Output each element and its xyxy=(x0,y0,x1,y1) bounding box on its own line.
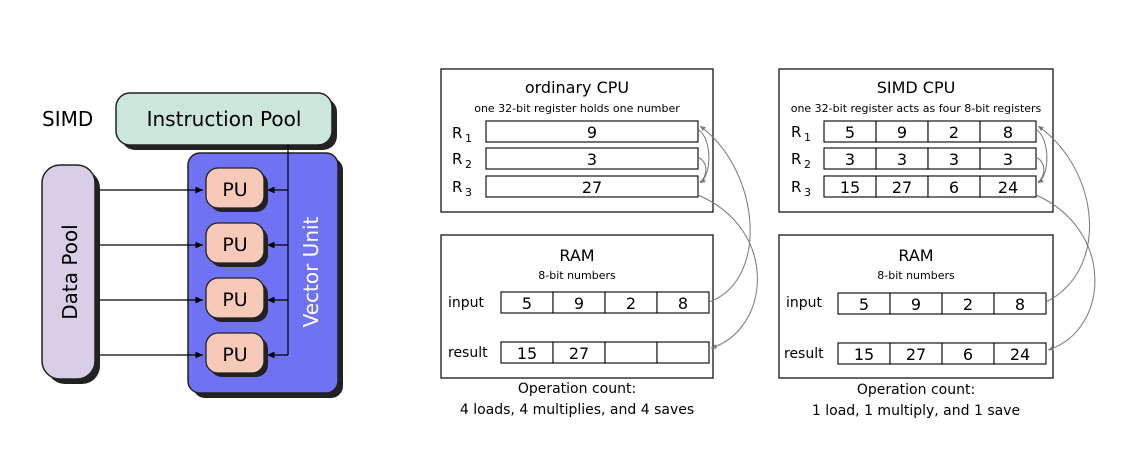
result-label: result xyxy=(784,346,824,362)
result-value: 15 xyxy=(517,344,537,363)
simd-architecture: SIMD Instruction Pool Data Pool Vector U… xyxy=(41,92,343,398)
input-value: 8 xyxy=(1015,295,1025,314)
ordinary-cpu-panel: ordinary CPU one 32-bit register holds o… xyxy=(440,68,758,418)
instruction-arrows xyxy=(267,186,288,359)
data-pool-box xyxy=(41,164,96,380)
result-value: 27 xyxy=(569,344,589,363)
register-row: R 3 27 xyxy=(452,175,699,199)
register-value: 8 xyxy=(1003,123,1013,142)
result-value: 15 xyxy=(854,345,874,364)
register-value: 9 xyxy=(587,123,597,142)
register-value: 24 xyxy=(998,178,1018,197)
ordinary-cpu-subtitle: one 32-bit register holds one number xyxy=(474,102,680,115)
register-value: 27 xyxy=(892,178,912,197)
result-value: 24 xyxy=(1010,345,1030,364)
pu-0: PU xyxy=(205,167,268,212)
register-value: 6 xyxy=(949,178,959,197)
register-name: R xyxy=(791,178,801,196)
register-row: R 2 3 xyxy=(452,147,699,171)
pu-label: PU xyxy=(222,234,247,256)
simd-ram-title: RAM xyxy=(898,246,933,265)
simd-cpu-panel: SIMD CPU one 32-bit register acts as fou… xyxy=(778,68,1096,419)
input-value: 5 xyxy=(522,294,532,313)
simd-ram-subtitle: 8-bit numbers xyxy=(877,269,955,282)
input-value: 2 xyxy=(963,295,973,314)
register-name: R xyxy=(452,150,462,168)
pu-3: PU xyxy=(205,332,268,377)
register-value: 9 xyxy=(897,123,907,142)
register-row: R 1 9 xyxy=(452,120,699,145)
register-value: 15 xyxy=(840,178,860,197)
pu-label: PU xyxy=(222,344,247,366)
register-name: R xyxy=(452,178,462,196)
register-value: 3 xyxy=(1003,150,1013,169)
register-subscript: 2 xyxy=(804,158,811,171)
ordinary-ram-subtitle: 8-bit numbers xyxy=(538,269,616,282)
register-value: 3 xyxy=(845,150,855,169)
pu-label: PU xyxy=(222,179,247,201)
register-row: R 1 5 9 2 8 xyxy=(791,120,1037,144)
register-value: 2 xyxy=(949,123,959,142)
register-subscript: 1 xyxy=(465,132,472,145)
register-subscript: 1 xyxy=(804,131,811,144)
input-cells: 5 9 2 8 xyxy=(837,292,1047,315)
instruction-pool-label: Instruction Pool xyxy=(147,107,302,131)
result-label: result xyxy=(448,345,488,361)
ordinary-cpu-title: ordinary CPU xyxy=(525,78,629,97)
ordinary-operation-count-text: 4 loads, 4 multiplies, and 4 saves xyxy=(460,402,694,418)
simd-dataflow-arrows xyxy=(1035,125,1096,351)
register-value: 3 xyxy=(587,150,597,169)
instruction-pool-box xyxy=(115,92,333,146)
input-label: input xyxy=(786,295,823,311)
pu-1: PU xyxy=(205,222,268,267)
input-cells: 5 9 2 8 xyxy=(500,291,710,314)
register-row: R 3 15 27 6 24 xyxy=(791,175,1037,199)
input-value: 8 xyxy=(678,294,688,313)
ordinary-ram-title: RAM xyxy=(559,246,594,265)
result-value: 6 xyxy=(963,345,973,364)
simd-operation-count-text: 1 load, 1 multiply, and 1 save xyxy=(812,403,1020,419)
pu-label: PU xyxy=(222,289,247,311)
register-subscript: 2 xyxy=(465,158,472,171)
simd-label: SIMD xyxy=(42,107,93,131)
register-value: 5 xyxy=(845,123,855,142)
register-subscript: 3 xyxy=(804,186,811,199)
vector-unit-label: Vector Unit xyxy=(299,216,323,327)
simd-operation-count-title: Operation count: xyxy=(857,382,975,398)
input-value: 9 xyxy=(911,295,921,314)
result-cells: 15 27 xyxy=(500,341,710,364)
data-arrows xyxy=(100,186,203,359)
register-row: R 2 3 3 3 3 xyxy=(791,147,1037,171)
register-value: 27 xyxy=(582,178,602,197)
register-name: R xyxy=(791,123,801,141)
ordinary-dataflow-arrows xyxy=(697,125,758,349)
simd-cpu-title: SIMD CPU xyxy=(877,78,956,97)
pu-2: PU xyxy=(205,277,268,322)
register-value: 3 xyxy=(897,150,907,169)
register-name: R xyxy=(452,124,462,142)
register-value: 3 xyxy=(949,150,959,169)
input-label: input xyxy=(448,295,485,311)
register-subscript: 3 xyxy=(465,186,472,199)
ordinary-operation-count-title: Operation count: xyxy=(518,381,636,397)
register-name: R xyxy=(791,150,801,168)
input-value: 5 xyxy=(859,295,869,314)
input-value: 2 xyxy=(626,294,636,313)
result-cells: 15 27 6 24 xyxy=(837,342,1047,365)
data-pool-label: Data Pool xyxy=(58,224,82,320)
input-value: 9 xyxy=(574,294,584,313)
result-value: 27 xyxy=(906,345,926,364)
simd-cpu-subtitle: one 32-bit register acts as four 8-bit r… xyxy=(791,102,1042,115)
